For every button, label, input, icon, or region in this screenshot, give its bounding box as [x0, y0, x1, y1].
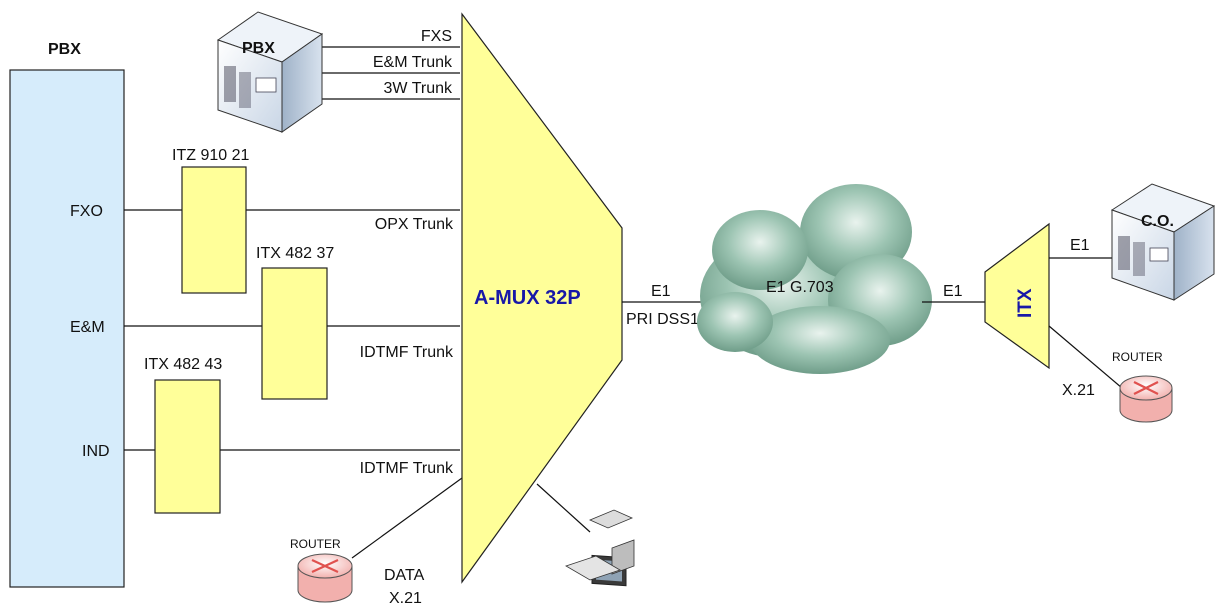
a-mux-32p: A-MUX 32P [461, 12, 623, 584]
router-right: ROUTER [1112, 350, 1173, 423]
mux-link-pri-label: PRI DSS1 [626, 311, 699, 328]
mux-link-e1-label: E1 [651, 283, 671, 300]
trunk-label-idtmf-1: IDTMF Trunk [360, 344, 454, 361]
link-label-3w-trunk: 3W Trunk [384, 80, 453, 97]
cloud-label: E1 G.703 [766, 279, 834, 296]
router-right-arrows-icon [1133, 381, 1159, 395]
management-pc-icon [565, 509, 635, 587]
converter-itz-91021: ITZ 910 21 [172, 147, 249, 294]
co-label: C.O. [1141, 213, 1174, 230]
left-pbx: PBX FXO E&M IND [9, 41, 125, 588]
itx-link-out-label: E1 [1070, 237, 1090, 254]
top-pbx-server: PBX [216, 11, 324, 133]
router-right-label: ROUTER [1112, 350, 1163, 364]
port-ind-label: IND [82, 443, 110, 460]
router-left-link-x21-label: X.21 [389, 590, 422, 607]
e1-cloud: E1 G.703 [697, 184, 932, 374]
a-mux-label: A-MUX 32P [474, 287, 581, 309]
converter-2-label: ITX 482 37 [256, 245, 334, 262]
router-left-arrows-icon [311, 559, 339, 573]
port-fxo-label: FXO [70, 203, 103, 220]
left-pbx-box [9, 69, 125, 588]
port-em-label: E&M [70, 319, 105, 336]
link-label-em-trunk: E&M Trunk [373, 54, 453, 71]
top-pbx-label: PBX [242, 40, 275, 57]
converter-itx-48237: ITX 482 37 [256, 245, 334, 400]
router-left-link-data-label: DATA [384, 567, 425, 584]
itx-device: ITX [984, 222, 1050, 370]
converter-1-label: ITZ 910 21 [172, 147, 249, 164]
converter-itx-48243: ITX 482 43 [144, 356, 222, 514]
itx-router-link-label: X.21 [1062, 382, 1095, 399]
itx-label: ITX [1015, 288, 1036, 318]
router-left-label: ROUTER [290, 537, 341, 551]
converter-3-label: ITX 482 43 [144, 356, 222, 373]
itx-link-in-label: E1 [943, 283, 963, 300]
co-server: C.O. [1110, 183, 1216, 301]
left-wires [124, 46, 591, 559]
router-left: ROUTER DATA X.21 [290, 537, 425, 607]
left-pbx-title: PBX [48, 41, 81, 58]
trunk-label-opx: OPX Trunk [375, 216, 454, 233]
link-label-fxs: FXS [421, 28, 452, 45]
trunk-label-idtmf-2: IDTMF Trunk [360, 460, 454, 477]
